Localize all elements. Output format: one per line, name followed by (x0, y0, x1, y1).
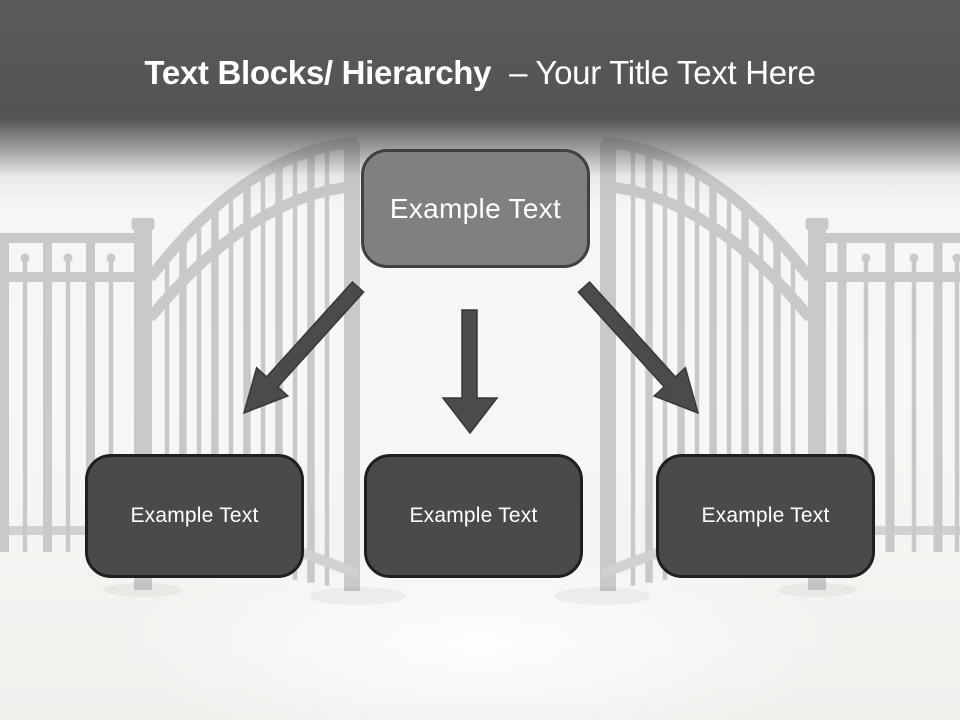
child-text-block-2-label: Example Text (409, 504, 538, 527)
child-text-block-2: Example Text (364, 454, 583, 578)
slide-title-subtitle: – Your Title Text Here (509, 54, 816, 91)
slide-title: Text Blocks/ Hierarchy – Your Title Text… (0, 50, 960, 96)
root-text-block: Example Text (361, 149, 590, 268)
child-text-block-1-label: Example Text (130, 504, 259, 527)
slide-title-bold: Text Blocks/ Hierarchy (144, 54, 492, 91)
child-text-block-3-label: Example Text (701, 504, 830, 527)
child-text-block-3: Example Text (656, 454, 875, 578)
arrow-down-icon (441, 309, 499, 435)
arrow-diagonal-right-icon (577, 280, 700, 415)
child-text-block-1: Example Text (85, 454, 304, 578)
root-text-block-label: Example Text (389, 192, 562, 224)
arrow-diagonal-left-icon (242, 280, 365, 415)
